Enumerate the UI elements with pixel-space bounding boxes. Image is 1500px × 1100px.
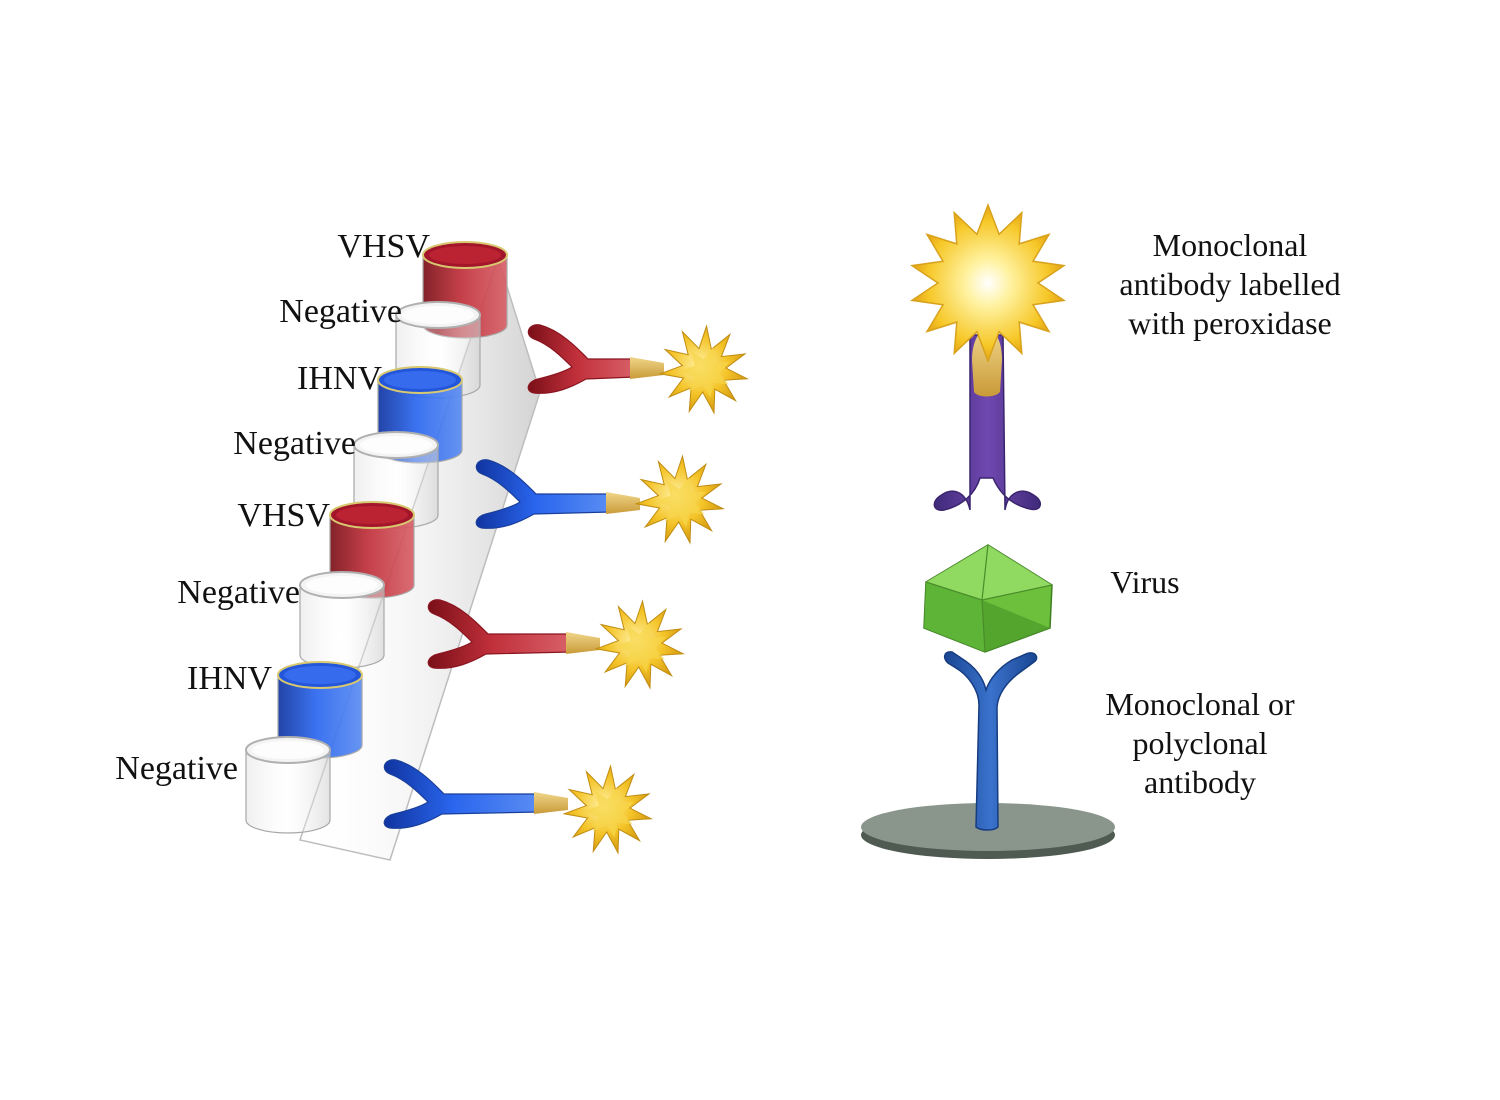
- well-label-6: Negative: [177, 574, 300, 611]
- well-label-8: Negative: [115, 750, 238, 787]
- virus-icon: [923, 544, 1053, 653]
- legend-conjugate-line-2: antibody labelled: [1119, 266, 1341, 302]
- legend-conjugate-line-3: with peroxidase: [1128, 305, 1332, 341]
- legend-capture-line-3: antibody: [1144, 764, 1256, 800]
- well-group: [245, 241, 508, 834]
- detection-antibody-group: [383, 324, 749, 855]
- legend-capture-line-2: polyclonal: [1132, 725, 1268, 761]
- well-label-4: Negative: [233, 425, 356, 462]
- well-label-3: IHNV: [297, 360, 382, 397]
- capture-antibody-icon: [943, 651, 1038, 831]
- detection-conjugate-1: [527, 324, 749, 415]
- legend-virus: Virus: [1060, 563, 1230, 602]
- labelled-antibody-icon: [933, 334, 1042, 511]
- legend-art: [861, 202, 1115, 859]
- legend-capture: Monoclonal or polyclonal antibody: [1060, 685, 1340, 802]
- well-6-clear: [299, 571, 385, 669]
- peroxidase-label-icon: [909, 202, 1067, 364]
- detection-conjugate-2: [475, 454, 725, 545]
- legend-capture-line-1: Monoclonal or: [1105, 686, 1295, 722]
- detection-conjugate-4: [383, 759, 653, 855]
- well-8-clear: [245, 736, 331, 834]
- legend-conjugate-line-1: Monoclonal: [1152, 227, 1308, 263]
- well-label-2: Negative: [279, 293, 402, 330]
- microplate-strip: [245, 241, 541, 861]
- well-label-5: VHSV: [237, 497, 330, 534]
- legend-virus-label: Virus: [1110, 564, 1180, 600]
- well-label-7: IHNV: [187, 660, 272, 697]
- detection-conjugate-3: [427, 599, 685, 690]
- well-label-1: VHSV: [337, 228, 430, 265]
- legend-conjugate: Monoclonal antibody labelled with peroxi…: [1080, 226, 1380, 343]
